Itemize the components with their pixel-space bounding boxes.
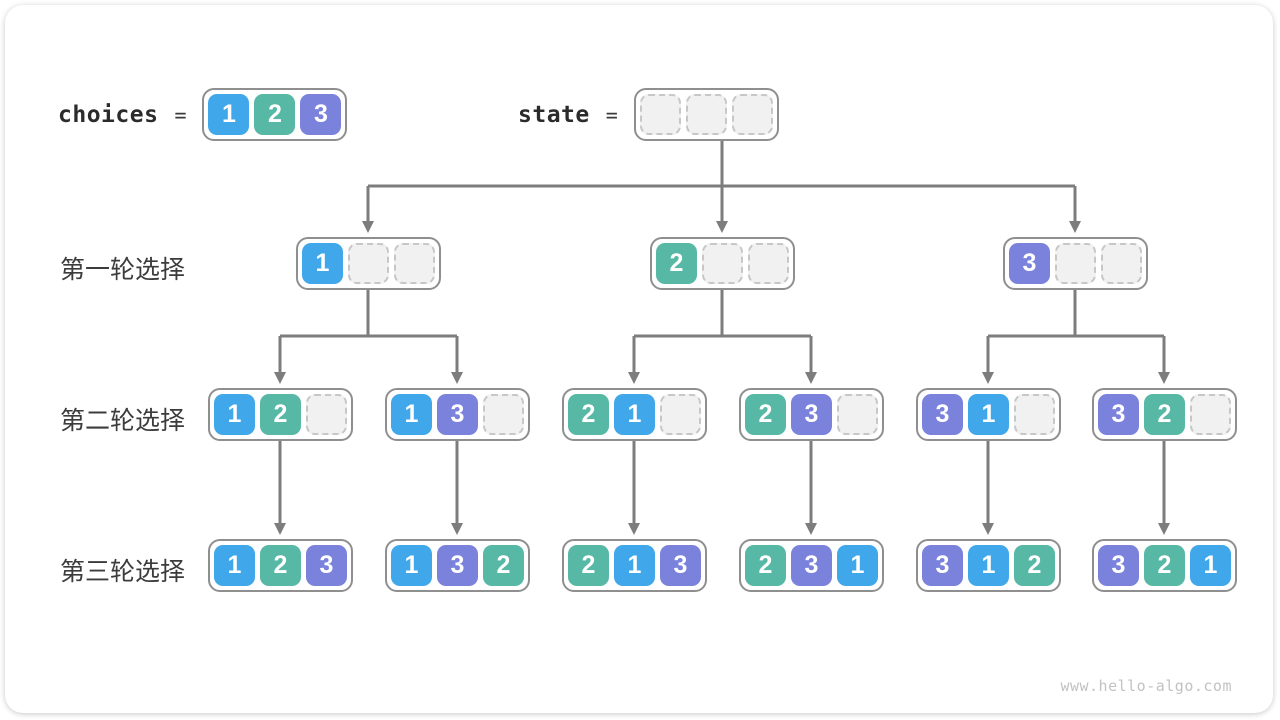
empty-cell [748,243,789,284]
state-label: state [518,101,590,128]
value-cell-2: 2 [254,94,296,135]
empty-cell [306,394,347,435]
value-cell-1: 1 [1190,545,1231,586]
value-cell-2: 2 [260,545,301,586]
empty-cell [1190,394,1231,435]
value-cell-3: 3 [437,394,478,435]
value-cell-1: 1 [614,545,655,586]
empty-cell [1014,394,1055,435]
value-cell-3: 3 [1098,394,1139,435]
state-box-round1-3: 3 [1003,237,1148,290]
value-cell-2: 2 [1014,545,1055,586]
value-cell-3: 3 [922,394,963,435]
state-header: state = [518,88,779,141]
value-cell-3: 3 [1098,545,1139,586]
value-cell-1: 1 [968,394,1009,435]
value-cell-3: 3 [1009,243,1050,284]
value-cell-1: 1 [968,545,1009,586]
empty-cell [685,94,727,135]
value-cell-1: 1 [837,545,878,586]
value-cell-2: 2 [483,545,524,586]
empty-cell [731,94,773,135]
value-cell-1: 1 [302,243,343,284]
value-cell-3: 3 [437,545,478,586]
value-cell-1: 1 [614,394,655,435]
value-cell-2: 2 [745,545,786,586]
empty-cell [1101,243,1142,284]
empty-cell [660,394,701,435]
value-cell-2: 2 [568,545,609,586]
empty-cell [348,243,389,284]
value-cell-1: 1 [391,545,432,586]
value-cell-2: 2 [656,243,697,284]
empty-cell [394,243,435,284]
value-cell-1: 1 [214,545,255,586]
value-cell-3: 3 [660,545,701,586]
state-box-root [633,88,779,141]
state-box-round1-1: 1 [296,237,441,290]
round-3-label: 第三轮选择 [60,558,186,586]
value-cell-2: 2 [260,394,301,435]
watermark: www.hello-algo.com [1060,677,1232,695]
empty-cell [483,394,524,435]
value-cell-3: 3 [300,94,342,135]
empty-cell [1055,243,1096,284]
empty-cell [702,243,743,284]
round-2-label: 第二轮选择 [60,407,186,435]
value-cell-2: 2 [745,394,786,435]
round-1-label: 第一轮选择 [60,256,186,284]
value-cell-2: 2 [568,394,609,435]
value-cell-3: 3 [922,545,963,586]
value-cell-3: 3 [791,545,832,586]
value-cell-3: 3 [306,545,347,586]
value-cell-2: 2 [1144,545,1185,586]
empty-cell [837,394,878,435]
value-cell-1: 1 [208,94,250,135]
value-cell-2: 2 [1144,394,1185,435]
choices-equals-sign: = [174,102,187,127]
value-cell-3: 3 [791,394,832,435]
value-cell-1: 1 [391,394,432,435]
value-cell-1: 1 [214,394,255,435]
choices-label: choices [58,101,159,128]
empty-cell [639,94,681,135]
state-equals-sign: = [605,102,618,127]
state-box-round1-2: 2 [650,237,795,290]
